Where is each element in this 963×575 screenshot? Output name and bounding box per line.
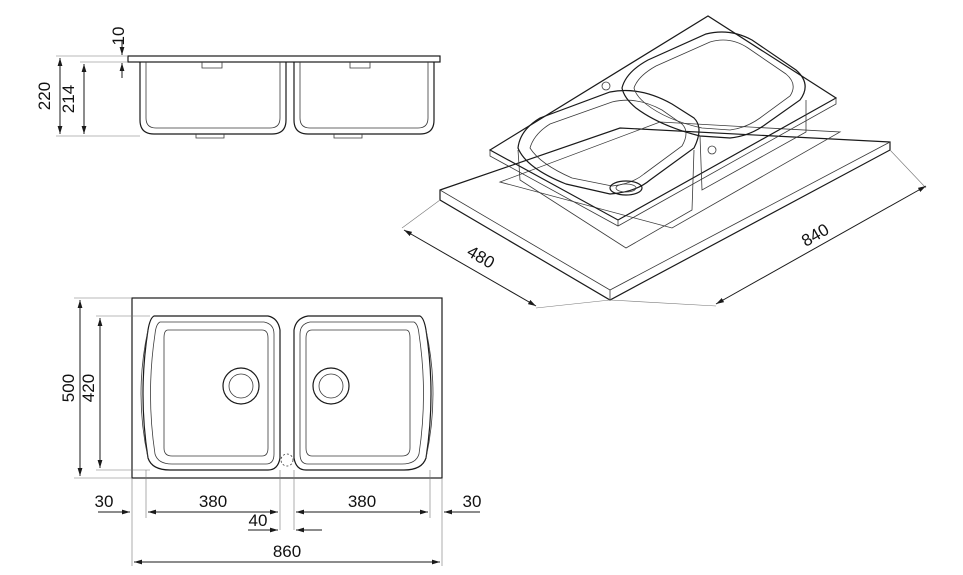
side-rim-thickness-label: 10: [109, 27, 128, 46]
top-divider-label: 40: [249, 511, 268, 530]
top-overall-height-label: 500: [59, 374, 78, 402]
top-bowl-left: [142, 315, 281, 471]
side-bowl-depth-label: 214: [59, 85, 78, 113]
top-view: 500 420 30 380 380 30 40 860: [59, 297, 482, 566]
iso-bowl-left: [517, 89, 700, 195]
top-drain-left: [222, 367, 260, 405]
iso-depth-label: 480: [464, 242, 498, 273]
side-bowl-right: [293, 62, 435, 135]
top-overall-width-label: 860: [273, 542, 301, 561]
iso-overflow-hole: [707, 145, 717, 155]
side-bowl-left: [139, 62, 287, 135]
side-overall-height-label: 220: [35, 82, 54, 110]
top-drain-right: [312, 367, 350, 405]
isometric-view: 480 840: [401, 15, 927, 309]
top-bowl-right: [293, 315, 432, 471]
top-tap-hole: [280, 453, 294, 467]
iso-sink-rim: [488, 15, 838, 221]
top-bowl-height-label: 420: [79, 374, 98, 402]
iso-drain-left: [609, 180, 643, 196]
top-left-bowl-label: 380: [199, 492, 227, 511]
iso-countertop: [439, 127, 891, 301]
side-view: 220 214 10: [35, 27, 441, 139]
top-right-bowl-label: 380: [348, 492, 376, 511]
iso-bowl-right: [621, 31, 806, 139]
iso-tap-hole: [601, 81, 611, 91]
side-rim: [127, 55, 441, 63]
top-outer-plate: [131, 297, 443, 479]
iso-length-label: 840: [798, 220, 832, 251]
top-right-margin-label: 30: [463, 492, 482, 511]
top-left-margin-label: 30: [95, 492, 114, 511]
